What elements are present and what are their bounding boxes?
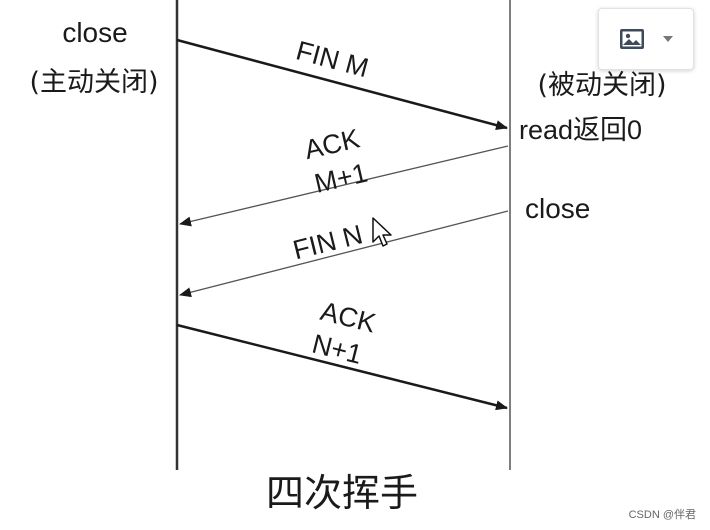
image-options-button[interactable]: [598, 8, 694, 70]
left-role-label: (主动关闭): [29, 67, 158, 98]
ack-m-label-line1: ACK: [302, 123, 363, 165]
image-icon: [620, 29, 644, 49]
right-role-label: (被动关闭): [537, 70, 666, 101]
left-close-label: close: [62, 17, 127, 48]
ack-n-arrow: [176, 323, 508, 411]
diagram-title: 四次挥手: [266, 471, 418, 515]
watermark: CSDN @伴君: [628, 509, 696, 521]
read-return-label: read返回0: [519, 115, 642, 145]
right-close-label: close: [525, 193, 590, 224]
ack-m-arrow: [179, 145, 509, 227]
fin-m-arrow: [176, 38, 508, 130]
fin-n-label: FIN N: [290, 219, 366, 265]
fin-n-arrow: [179, 210, 509, 298]
fin-m-label: FIN M: [293, 35, 372, 83]
chevron-down-icon: [663, 36, 673, 42]
ack-m-label-line2: M+1: [312, 158, 371, 199]
mouse-cursor-icon: [372, 217, 392, 247]
